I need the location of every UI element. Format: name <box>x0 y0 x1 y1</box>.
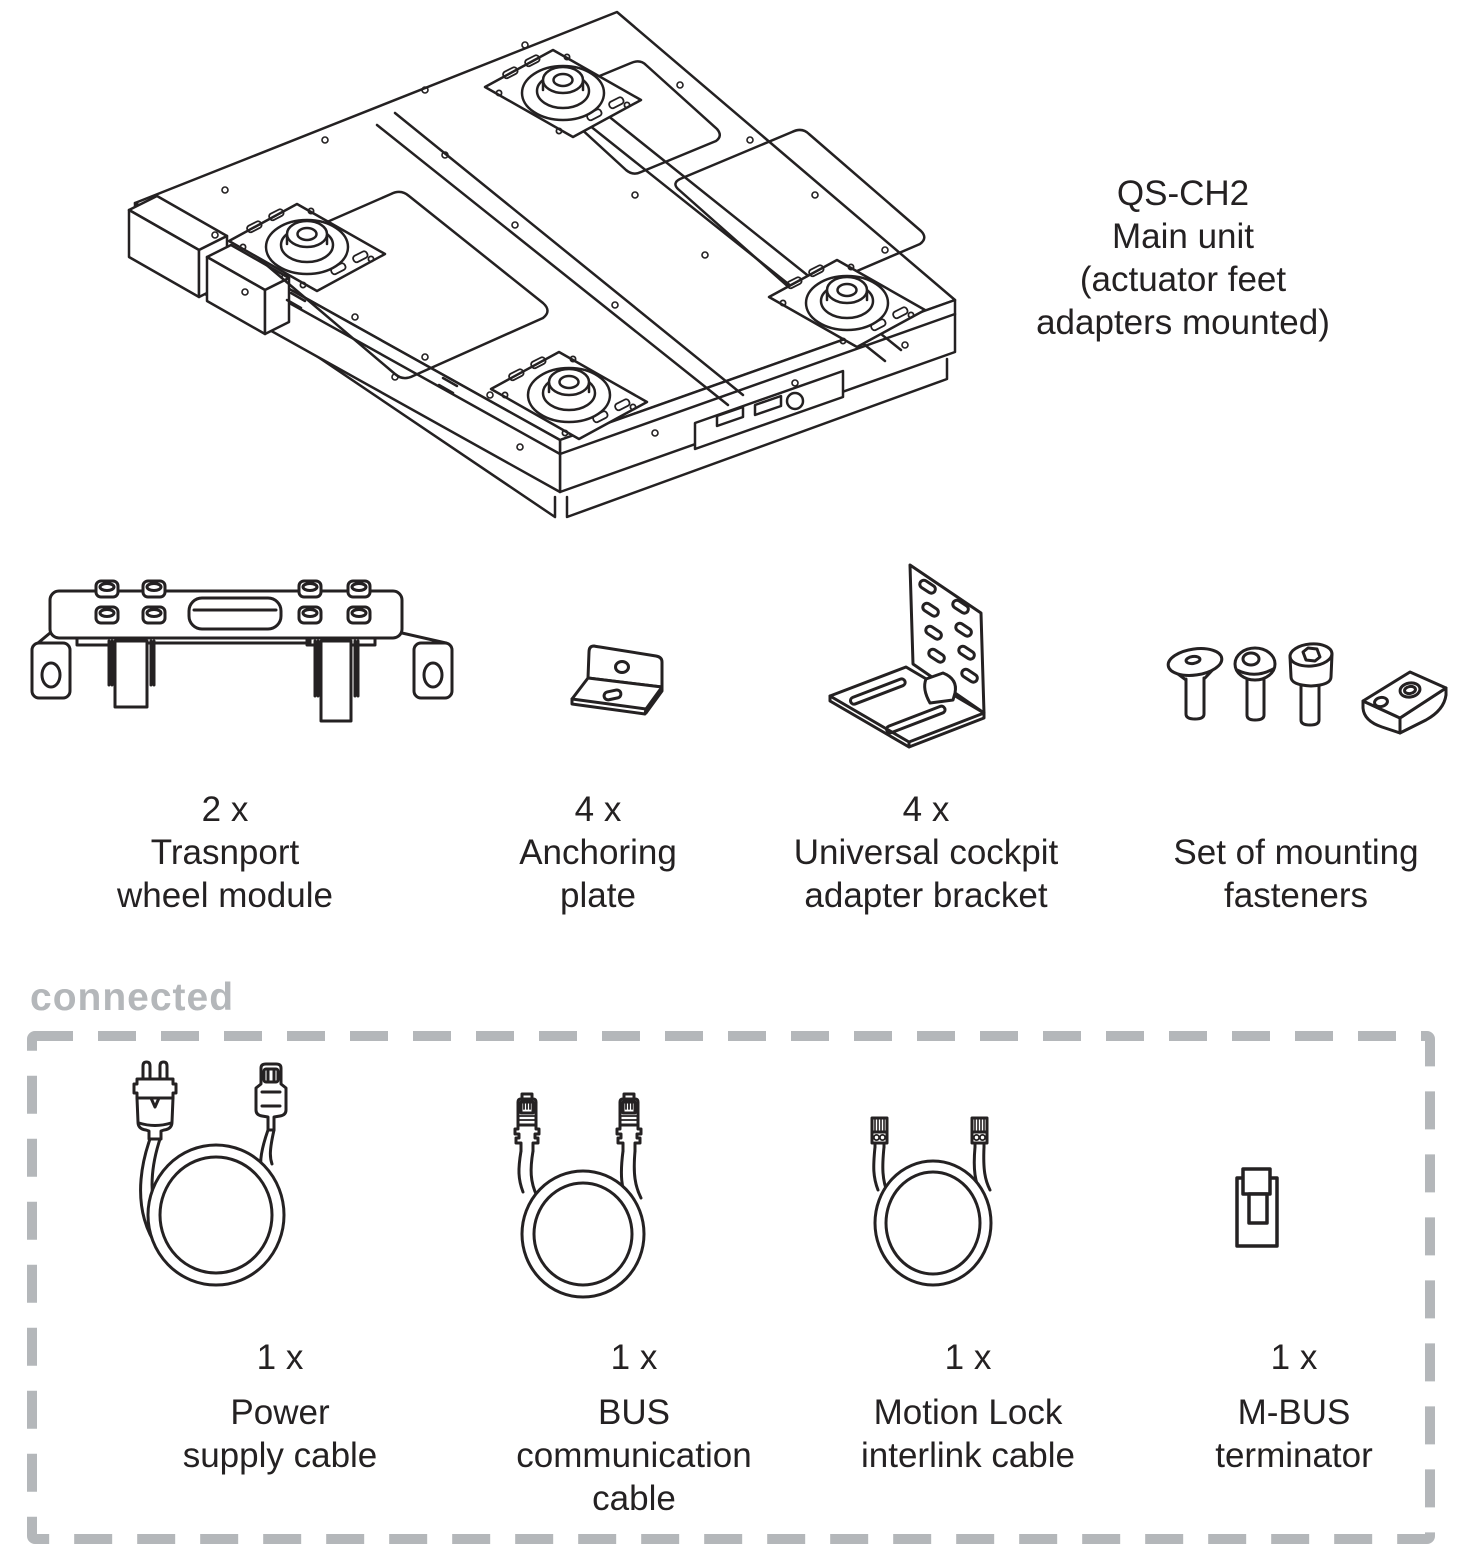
anchoring-plate-icon <box>570 644 664 716</box>
cockpit-adapter-bracket-label: 4 x Universal cockpit adapter bracket <box>746 788 1106 917</box>
item-name-line: Anchoring <box>519 833 677 872</box>
bus-communication-cable-icon <box>513 1092 646 1299</box>
main-unit-label-line: adapters mounted) <box>1036 303 1330 342</box>
item-qty: 4 x <box>574 790 622 829</box>
mounting-fasteners-label: Set of mounting fasteners <box>1116 788 1461 917</box>
item-name-line: Motion Lock <box>873 1393 1063 1432</box>
item-name-line: Set of mounting <box>1173 833 1419 872</box>
item-name-line: plate <box>560 876 636 915</box>
power-supply-cable-icon <box>132 1060 288 1287</box>
connected-section-title: connected <box>30 976 235 1019</box>
item-name-line: M-BUS <box>1237 1393 1351 1432</box>
item-qty: 1 x <box>1270 1338 1318 1377</box>
universal-cockpit-adapter-bracket-icon <box>828 563 986 749</box>
bus-communication-cable-label: 1 x BUS communication cable <box>454 1336 814 1520</box>
main-unit-label: QS-CH2 Main unit (actuator feet adapters… <box>1003 172 1363 344</box>
power-supply-cable-label: 1 x Power supply cable <box>100 1336 460 1477</box>
anchoring-plate-label: 4 x Anchoring plate <box>418 788 778 917</box>
main-unit-label-line: Main unit <box>1111 217 1255 256</box>
m-bus-terminator-icon <box>1235 1167 1279 1248</box>
item-name-line: Power <box>230 1393 330 1432</box>
item-name-line: supply cable <box>182 1436 378 1475</box>
transport-wheel-module-label: 2 x Trasnport wheel module <box>45 788 405 917</box>
main-unit-drawing <box>127 10 957 519</box>
item-name-line: BUS <box>598 1393 670 1432</box>
item-qty: 4 x <box>902 790 950 829</box>
item-name-line: cable <box>592 1479 676 1518</box>
item-name-line: wheel module <box>117 876 333 915</box>
main-unit-label-line: QS-CH2 <box>1116 174 1250 213</box>
motion-lock-cable-label: 1 x Motion Lock interlink cable <box>788 1336 1148 1477</box>
mounting-fasteners-set-icon <box>1166 642 1448 735</box>
item-qty: 1 x <box>944 1338 992 1377</box>
item-qty: 1 x <box>256 1338 304 1377</box>
main-unit-label-line: (actuator feet <box>1079 260 1287 299</box>
m-bus-terminator-label: 1 x M-BUS terminator <box>1114 1336 1461 1477</box>
item-name-line: adapter bracket <box>804 876 1048 915</box>
item-name-line: fasteners <box>1224 876 1368 915</box>
transport-wheel-module-icon <box>30 579 454 723</box>
item-name-line: interlink cable <box>861 1436 1075 1475</box>
item-name-line: Trasnport <box>150 833 300 872</box>
connected-dashed-box <box>27 1031 1435 1544</box>
item-qty: 2 x <box>201 790 249 829</box>
item-name-line: Universal cockpit <box>793 833 1059 872</box>
item-name-line: communication <box>516 1436 752 1475</box>
item-name-line: terminator <box>1215 1436 1373 1475</box>
item-qty: 1 x <box>610 1338 658 1377</box>
motion-lock-interlink-cable-icon <box>870 1116 993 1287</box>
